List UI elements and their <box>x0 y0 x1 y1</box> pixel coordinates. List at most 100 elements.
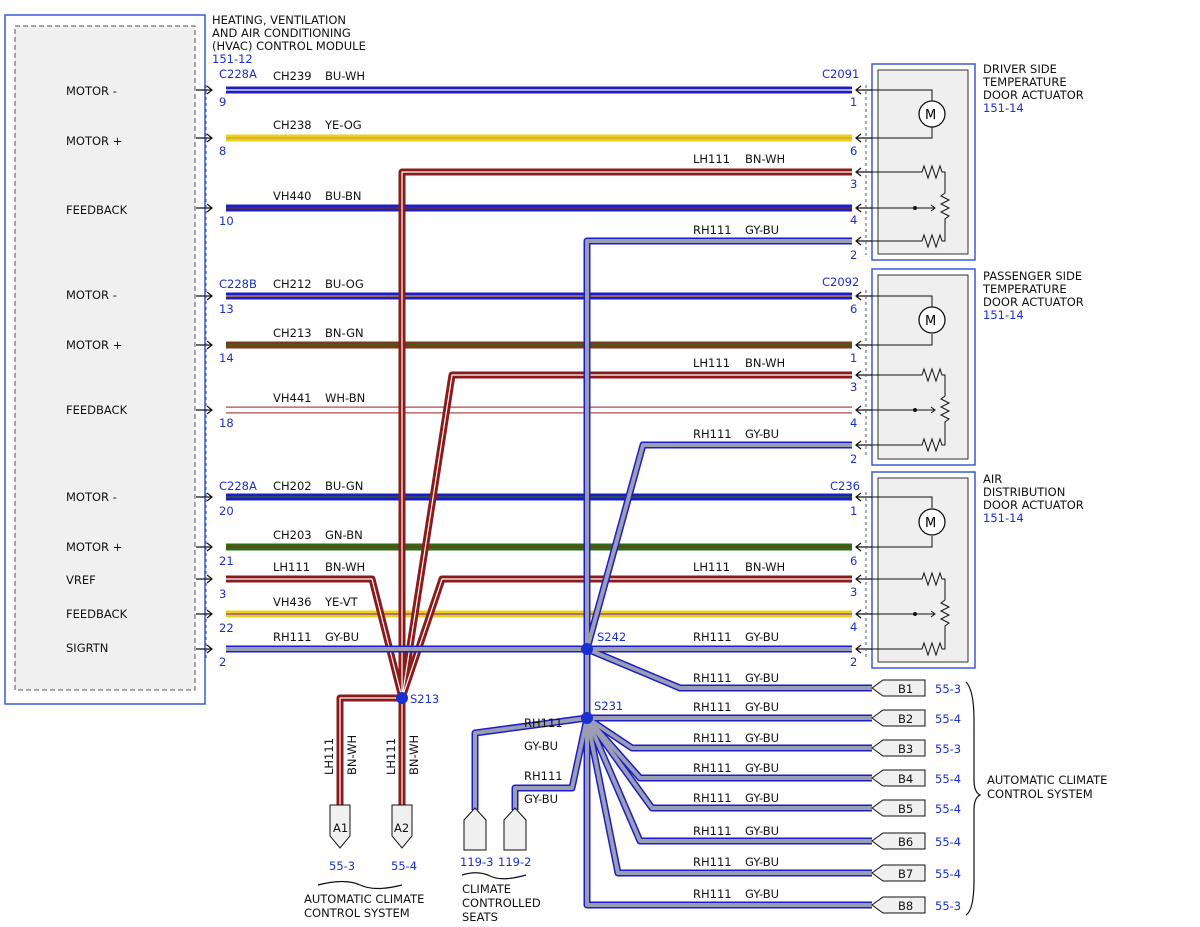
connector-ref: 119-3 <box>460 855 493 869</box>
module-wire-labels: CH239 BU-WH CH238 YE-OG VH440 BU-BN CH21… <box>273 69 365 644</box>
module-pin-numbers: 9 8 10 13 14 18 20 21 3 22 2 <box>219 95 234 669</box>
connector-ref: 55-3 <box>329 859 355 873</box>
wire-circuit: LH111 <box>273 560 310 574</box>
seats-branch-labels: RH111 GY-BU RH111 GY-BU <box>524 716 563 806</box>
pin-name-motor-plus-1: MOTOR + <box>66 134 122 148</box>
actuator-title-line: DOOR ACTUATOR <box>983 295 1084 309</box>
actuator-title-line: TEMPERATURE <box>982 282 1067 296</box>
actuator-title-line: DOOR ACTUATOR <box>983 498 1084 512</box>
actuator-pin: 1 <box>850 95 857 109</box>
splice-s231 <box>581 712 593 724</box>
splice-label-s242: S242 <box>597 630 626 644</box>
wire-color: GY-BU <box>745 700 779 714</box>
actuator-pin: 2 <box>850 248 857 262</box>
wire-color: YE-VT <box>324 595 359 609</box>
actuator-pin: 3 <box>850 177 857 191</box>
wire-circuit: RH111 <box>693 887 732 901</box>
pin-name-motor-minus-3: MOTOR - <box>66 490 117 504</box>
actuator-title-line: DOOR ACTUATOR <box>983 88 1084 102</box>
actuator-passenger-side: M <box>871 268 976 466</box>
wire-circuit: VH441 <box>273 391 311 405</box>
wire-circuit: CH238 <box>273 118 312 132</box>
s213-branch-labels: LH111 BN-WH LH111 BN-WH <box>322 735 421 775</box>
connector-label: B2 <box>898 712 913 726</box>
connector-ref: 55-3 <box>935 682 961 696</box>
hvac-title-line-1: HEATING, VENTILATION <box>212 13 346 27</box>
connector-ref: 55-4 <box>935 802 961 816</box>
connector-label: B3 <box>898 742 913 756</box>
splice-label-s213: S213 <box>410 692 439 706</box>
wire-circuit: RH111 <box>693 824 732 838</box>
connector-b7: B7 55-4 <box>871 864 961 882</box>
connector-ref: 55-3 <box>935 742 961 756</box>
wire-circuit: RH111 <box>693 700 732 714</box>
actuator-pin: 6 <box>850 302 857 316</box>
potentiometer-icon <box>939 192 951 222</box>
group-label-line: AUTOMATIC CLIMATE <box>304 892 424 906</box>
pin-name-sigrtn: SIGRTN <box>66 641 108 655</box>
connector-ref: 55-4 <box>935 712 961 726</box>
wire-circuit: RH111 <box>693 731 732 745</box>
wire-circuit: LH111 <box>693 356 730 370</box>
connector-label: A1 <box>333 821 348 835</box>
wire-circuit: RH111 <box>693 671 732 685</box>
seats-label-line: SEATS <box>462 910 498 924</box>
connector-ref: 55-4 <box>935 835 961 849</box>
wire-circuit: RH111 <box>693 791 732 805</box>
pin-name-feedback-2: FEEDBACK <box>66 403 128 417</box>
motor-icon <box>918 508 946 536</box>
connector-b6: B6 55-4 <box>871 832 961 850</box>
hvac-module-body <box>14 25 196 691</box>
connector-label: B4 <box>898 772 913 786</box>
wire-color: BN-WH <box>325 560 365 574</box>
seats-label-line: CLIMATE <box>462 882 511 896</box>
actuator-titles: DRIVER SIDE TEMPERATURE DOOR ACTUATOR 15… <box>982 62 1084 525</box>
branch-circuit: LH111 <box>384 738 398 775</box>
hvac-ref: 151-12 <box>212 52 253 66</box>
b-group-label-line: AUTOMATIC CLIMATE <box>987 773 1107 787</box>
wire-color: BU-WH <box>325 69 365 83</box>
brace-icon <box>317 880 403 890</box>
actuator-title-line: DRIVER SIDE <box>983 62 1057 76</box>
b-output-wire-labels: RH111 GY-BU RH111 GY-BU RH111 GY-BU RH11… <box>693 671 779 901</box>
wire-circuit: CH213 <box>273 326 312 340</box>
wire-circuit: CH202 <box>273 479 312 493</box>
potentiometer-icon <box>939 599 951 630</box>
wire-color: GY-BU <box>745 223 779 237</box>
wire-circuit: CH212 <box>273 277 312 291</box>
wire-color: WH-BN <box>325 391 365 405</box>
actuator-connector: C2092 <box>822 275 859 289</box>
actuator-connectors: C2091 1 6 3 4 2 C2092 6 1 3 4 2 C236 1 6… <box>822 67 860 669</box>
connector-b4: B4 55-4 <box>871 769 961 787</box>
wire-color: GY-BU <box>745 671 779 685</box>
actuator-connector: C236 <box>830 479 860 493</box>
connector-ref: 55-4 <box>935 867 961 881</box>
wire-color: BN-WH <box>745 560 785 574</box>
connector-label: B6 <box>898 835 913 849</box>
connector-ref: 119-2 <box>498 855 531 869</box>
connector-seat-2: 119-2 <box>498 807 531 869</box>
hvac-title-line-3: (HVAC) CONTROL MODULE <box>212 39 366 53</box>
connector-b3: B3 55-3 <box>871 739 961 757</box>
rh111-wires <box>226 237 872 909</box>
module-pin-number: 10 <box>219 214 234 228</box>
wire-color: GY-BU <box>745 761 779 775</box>
module-pin-number: 18 <box>219 416 234 430</box>
actuator-pin: 4 <box>850 213 857 227</box>
connector-b8: B8 55-3 <box>871 896 961 914</box>
actuator-pin: 6 <box>850 144 857 158</box>
wire-color: GY-BU <box>745 731 779 745</box>
connector-b2: B2 55-4 <box>871 709 961 727</box>
seats-label-line: CONTROLLED <box>462 896 541 910</box>
module-connector-c228b: C228B <box>219 277 257 291</box>
wire-circuit: LH111 <box>693 560 730 574</box>
branch-color: GY-BU <box>524 792 558 806</box>
connector-label: B1 <box>898 682 913 696</box>
module-pin-number: 8 <box>219 144 226 158</box>
pin-name-motor-plus-3: MOTOR + <box>66 540 122 554</box>
module-pin-number: 22 <box>219 621 234 635</box>
module-pin-number: 20 <box>219 504 234 518</box>
branch-color: GY-BU <box>524 739 558 753</box>
connector-a2: A2 55-4 <box>391 804 417 873</box>
